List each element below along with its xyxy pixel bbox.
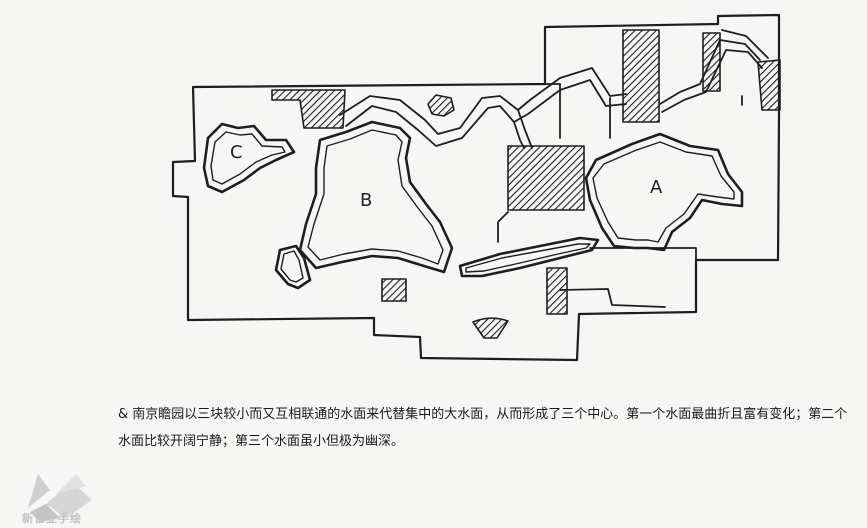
pond-strip [458, 236, 600, 278]
pond-a [584, 132, 744, 252]
leaf-logo-icon [28, 474, 92, 522]
garden-boundary [171, 13, 781, 362]
watermark-text: 新世立手绘 [22, 512, 82, 525]
pond-b-label: B [360, 190, 372, 211]
caption-text: & 南京瞻园以三块较小而又互相联通的水面来代替集中的大水面，从而形成了三个中心。… [118, 407, 848, 449]
pond-a-label: A [650, 177, 663, 198]
buildings [271, 29, 781, 339]
pond-small [274, 244, 312, 290]
pond-c [202, 122, 296, 194]
pond-b [298, 120, 454, 274]
pond-c-label: C [230, 142, 243, 163]
